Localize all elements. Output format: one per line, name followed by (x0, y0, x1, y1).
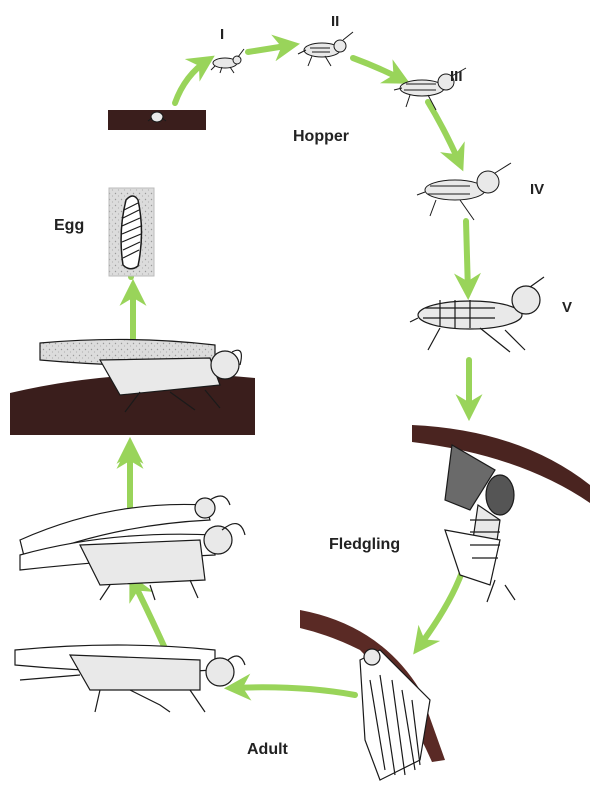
arrow-emerging-to-adult (232, 687, 355, 695)
stage-ii-label: II (331, 13, 339, 30)
arrow-fledgling-to-emerging (418, 572, 462, 648)
hopper-label: Hopper (293, 128, 349, 146)
arrow-iii-to-iv (428, 102, 460, 164)
arrow-laying-to-stage-i (175, 60, 208, 103)
arrow-adult-to-mating (133, 581, 168, 655)
fledgling-moulting-icon (445, 445, 515, 602)
emerging-adult-icon (360, 649, 430, 780)
stage-v-label: V (562, 299, 572, 316)
arrow-i-to-ii (248, 45, 292, 52)
stage-i-label: I (220, 26, 224, 43)
fledgling-label: Fledgling (329, 536, 400, 554)
hopper-stage-v-icon (410, 277, 544, 352)
egg-label: Egg (54, 217, 84, 235)
adult-label: Adult (247, 741, 288, 759)
arrow-iv-to-v (466, 221, 468, 292)
stage-iii-label: III (450, 68, 463, 85)
hopper-stage-iv-icon (417, 163, 511, 220)
hopper-stage-i-icon (211, 49, 244, 73)
stage-iv-label: IV (530, 181, 544, 198)
egg-pod-icon (109, 188, 154, 276)
adult-locust-icon (15, 645, 245, 712)
hopper-stage-ii-icon (298, 32, 353, 66)
arrow-ii-to-iii (353, 58, 403, 80)
